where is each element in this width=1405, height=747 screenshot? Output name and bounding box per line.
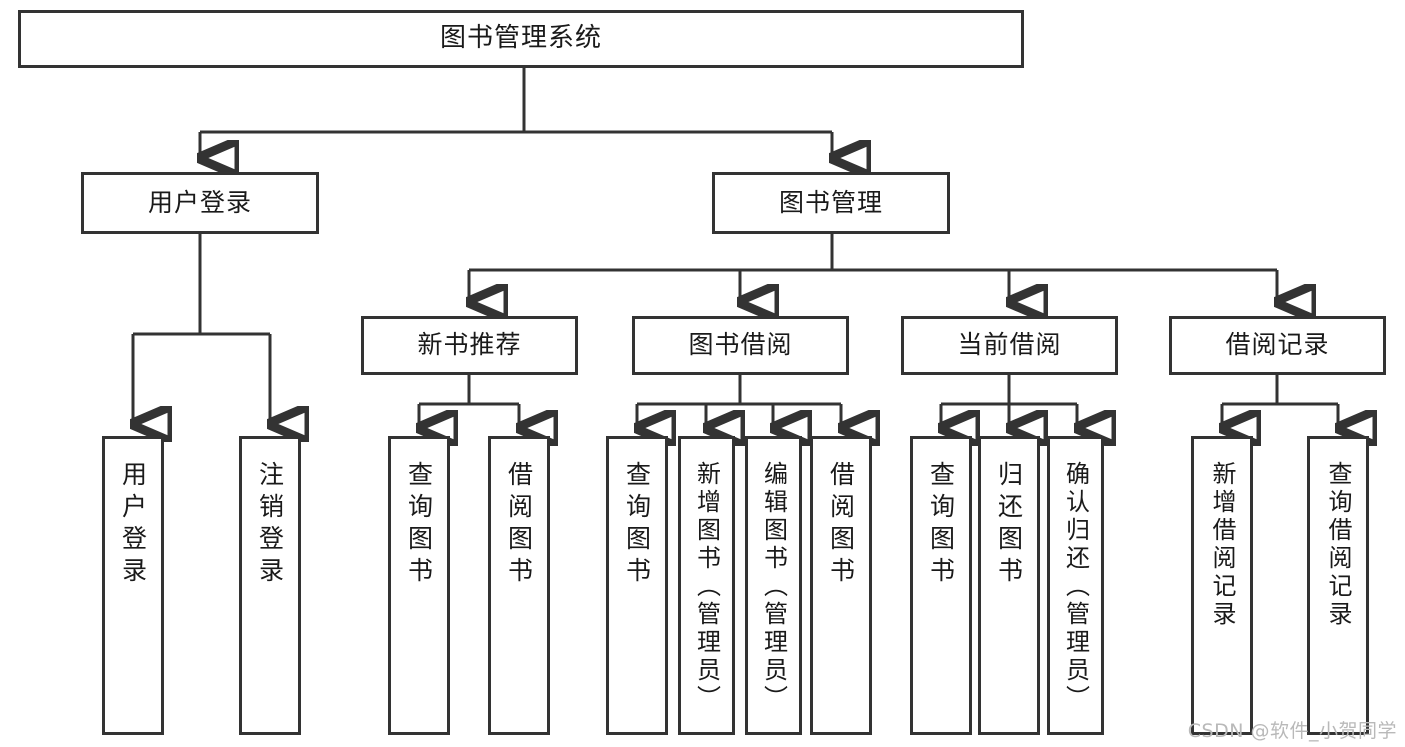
- leaf-current-borrow-confirm-return-admin[interactable]: 确认归还（管理员）: [1047, 436, 1104, 735]
- node-label: 新增借阅记录: [1208, 461, 1236, 629]
- node-label: 用户登录: [118, 461, 148, 589]
- node-user-login[interactable]: 用户登录: [81, 172, 319, 234]
- leaf-user-login-logout[interactable]: 注销登录: [239, 436, 301, 735]
- node-label: 编辑图书（管理员）: [759, 461, 788, 713]
- leaf-borrow-record-query-record[interactable]: 查询借阅记录: [1307, 436, 1369, 735]
- node-label: 注销登录: [255, 461, 285, 589]
- node-label: 用户登录: [147, 187, 252, 217]
- node-book-management[interactable]: 图书管理: [712, 172, 950, 234]
- node-label: 新书推荐: [417, 330, 522, 360]
- node-root-book-management-system[interactable]: 图书管理系统: [18, 10, 1024, 68]
- node-label: 借阅记录: [1225, 330, 1330, 360]
- node-borrowing-record[interactable]: 借阅记录: [1169, 316, 1386, 375]
- node-label: 确认归还（管理员）: [1061, 461, 1090, 713]
- node-label: 图书借阅: [688, 330, 793, 360]
- node-label: 查询借阅记录: [1324, 461, 1352, 629]
- node-label: 图书管理: [778, 187, 883, 217]
- node-label: 查询图书: [404, 461, 434, 589]
- leaf-user-login-login[interactable]: 用户登录: [102, 436, 164, 735]
- node-label: 借阅图书: [826, 461, 856, 589]
- csdn-watermark: CSDN @软件_小贺同学: [1187, 720, 1397, 742]
- node-label: 借阅图书: [504, 461, 534, 589]
- node-label: 归还图书: [994, 461, 1024, 589]
- leaf-current-borrow-return-book[interactable]: 归还图书: [978, 436, 1040, 735]
- leaf-current-borrow-query-book[interactable]: 查询图书: [910, 436, 972, 735]
- node-label: 查询图书: [926, 461, 956, 589]
- leaf-book-borrow-query-book[interactable]: 查询图书: [606, 436, 668, 735]
- leaf-new-book-borrow-book[interactable]: 借阅图书: [488, 436, 550, 735]
- leaf-new-book-query-book[interactable]: 查询图书: [388, 436, 450, 735]
- leaf-book-borrow-borrow-book[interactable]: 借阅图书: [810, 436, 872, 735]
- node-label: 查询图书: [622, 461, 652, 589]
- node-label: 图书管理系统: [439, 23, 602, 54]
- node-label: 当前借阅: [957, 330, 1062, 360]
- leaf-book-borrow-edit-book-admin[interactable]: 编辑图书（管理员）: [745, 436, 802, 735]
- node-current-borrowing[interactable]: 当前借阅: [901, 316, 1118, 375]
- node-book-borrowing[interactable]: 图书借阅: [632, 316, 849, 375]
- node-label: 新增图书（管理员）: [692, 461, 721, 713]
- leaf-book-borrow-add-book-admin[interactable]: 新增图书（管理员）: [678, 436, 735, 735]
- leaf-borrow-record-add-record[interactable]: 新增借阅记录: [1191, 436, 1253, 735]
- node-new-book-recommendation[interactable]: 新书推荐: [361, 316, 578, 375]
